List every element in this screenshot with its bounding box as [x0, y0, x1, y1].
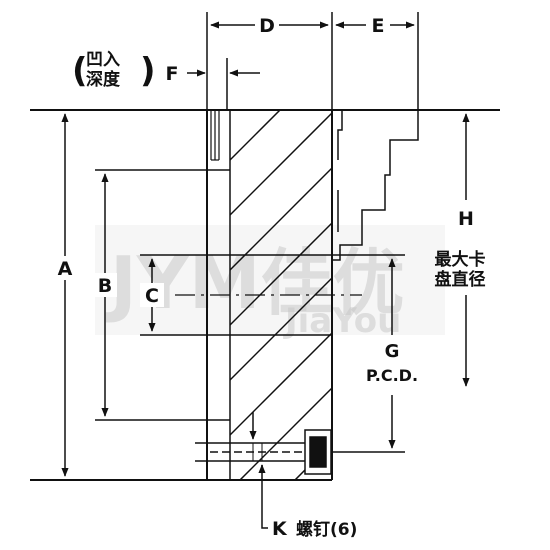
dimension-f-label: F	[166, 63, 179, 85]
dimension-d-mask	[255, 13, 279, 37]
recess-depth-line1: 凹入	[86, 50, 120, 70]
recess-depth-line2: 深度	[86, 69, 121, 90]
screws-note: 螺钉(6)	[296, 519, 357, 540]
dimension-k-label: K	[272, 518, 288, 540]
mounting-screw	[195, 429, 332, 475]
dimension-e-mask	[366, 13, 390, 37]
dimension-g-pcd: P.C.D.	[366, 366, 418, 385]
recess-paren-open: (	[72, 51, 88, 91]
dimension-a-mask	[52, 256, 78, 280]
dimension-d-label: D	[259, 15, 275, 37]
max-chuck-line1: 最大卡	[435, 249, 486, 270]
dimension-g	[332, 254, 405, 453]
dimension-c-label: C	[145, 285, 159, 307]
dimension-g-label: G	[385, 341, 400, 362]
recess-paren-close: )	[140, 51, 156, 91]
dimension-a-label: A	[58, 258, 73, 280]
dimension-c-mask	[140, 283, 164, 307]
dimension-e-label: E	[372, 15, 385, 37]
dimension-f	[187, 58, 260, 110]
dimension-b-mask	[93, 273, 117, 297]
dimension-b-label: B	[98, 275, 112, 297]
recess-slot	[210, 110, 220, 161]
max-chuck-line2: 盘直径	[435, 269, 486, 290]
dimension-k	[249, 412, 268, 529]
recess-depth-note: ( 凹入 深度 )	[72, 50, 156, 91]
dimension-h-label: H	[458, 208, 474, 230]
